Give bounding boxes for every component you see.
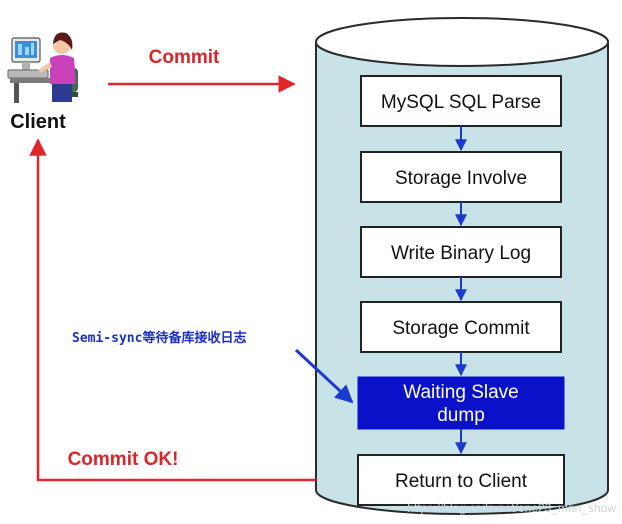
commit-ok-arrow-line — [29, 138, 316, 482]
semi-sync-pointer-arrow — [294, 348, 354, 404]
commit-ok-arrow: Commit OK! — [29, 138, 316, 482]
step-label-sql-parse: MySQL SQL Parse — [381, 92, 541, 113]
step-label-waiting-slave-dump-line2: dump — [437, 405, 485, 426]
semi-sync-annotation: Semi-sync等待备库接收日志 — [72, 330, 354, 404]
process-steps: MySQL SQL Parse Storage Involve Write Bi… — [357, 75, 565, 506]
step-label-waiting-slave-dump-line1: Waiting Slave — [403, 382, 518, 403]
step-label-return-to-client: Return to Client — [395, 471, 528, 492]
semi-sync-label: Semi-sync等待备库接收日志 — [72, 330, 246, 346]
cylinder-top — [315, 17, 609, 67]
step-box-storage-involve — [360, 151, 562, 203]
client-label: Client — [10, 111, 66, 133]
step-box-waiting-slave-dump — [357, 376, 565, 430]
commit-arrow: Commit — [108, 47, 296, 93]
step-box-return-to-client — [357, 454, 565, 506]
watermark: https://blog.csdn.net/one23_man_show — [407, 501, 616, 515]
client-computer-user-icon — [7, 32, 78, 103]
step-label-storage-involve: Storage Involve — [395, 168, 527, 189]
commit-ok-label: Commit OK! — [68, 449, 179, 470]
step-label-storage-commit: Storage Commit — [392, 318, 530, 339]
step-box-storage-commit — [360, 301, 562, 353]
commit-label: Commit — [149, 47, 220, 68]
step-label-write-binary-log: Write Binary Log — [391, 243, 531, 264]
